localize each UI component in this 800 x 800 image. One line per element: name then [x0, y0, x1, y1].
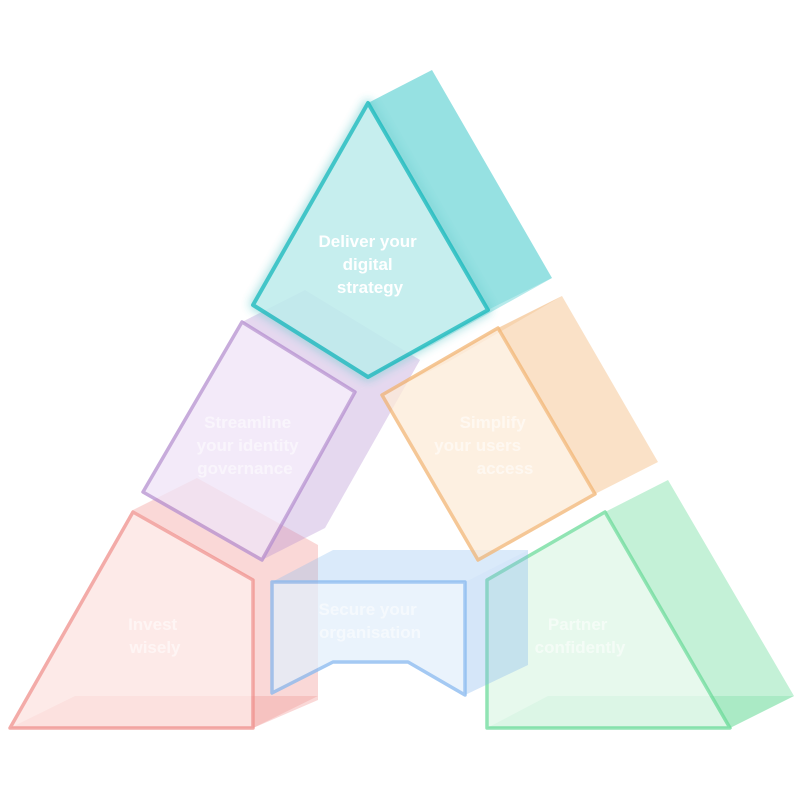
deliver-line-1: Deliver your [319, 232, 418, 251]
streamline-line-3: governance [197, 459, 292, 478]
invest-line-2: wisely [128, 638, 181, 657]
segment-simplify-access[interactable]: Simplify your users access [380, 296, 658, 562]
partner-line-1: Partner [548, 615, 608, 634]
segment-secure-organisation[interactable]: Secure your organisation [270, 550, 528, 697]
deliver-line-3: strategy [337, 278, 404, 297]
segment-deliver-digital-strategy[interactable]: Deliver your digital strategy [251, 70, 552, 379]
secure-line-2: organisation [319, 623, 421, 642]
simplify-line-3: access [477, 459, 534, 478]
simplify-line-2: your users [434, 436, 521, 455]
simplify-line-1: Simplify [460, 413, 527, 432]
segment-label-deliver: Deliver your digital strategy [319, 232, 422, 297]
segment-label-partner: Partner confidently [535, 615, 626, 657]
invest-line-1: Invest [128, 615, 177, 634]
segment-label-invest: Invest wisely [128, 615, 182, 657]
secure-line-1: Secure your [319, 600, 418, 619]
segment-label-secure: Secure your organisation [319, 600, 422, 642]
segment-label-simplify: Simplify your users access [434, 413, 533, 478]
segment-partner-confidently[interactable]: Partner confidently [485, 480, 794, 730]
streamline-line-2: your identity [197, 436, 300, 455]
deliver-line-2: digital [343, 255, 393, 274]
segment-label-streamline: Streamline your identity governance [197, 413, 304, 478]
partner-line-2: confidently [535, 638, 626, 657]
streamline-line-1: Streamline [204, 413, 291, 432]
